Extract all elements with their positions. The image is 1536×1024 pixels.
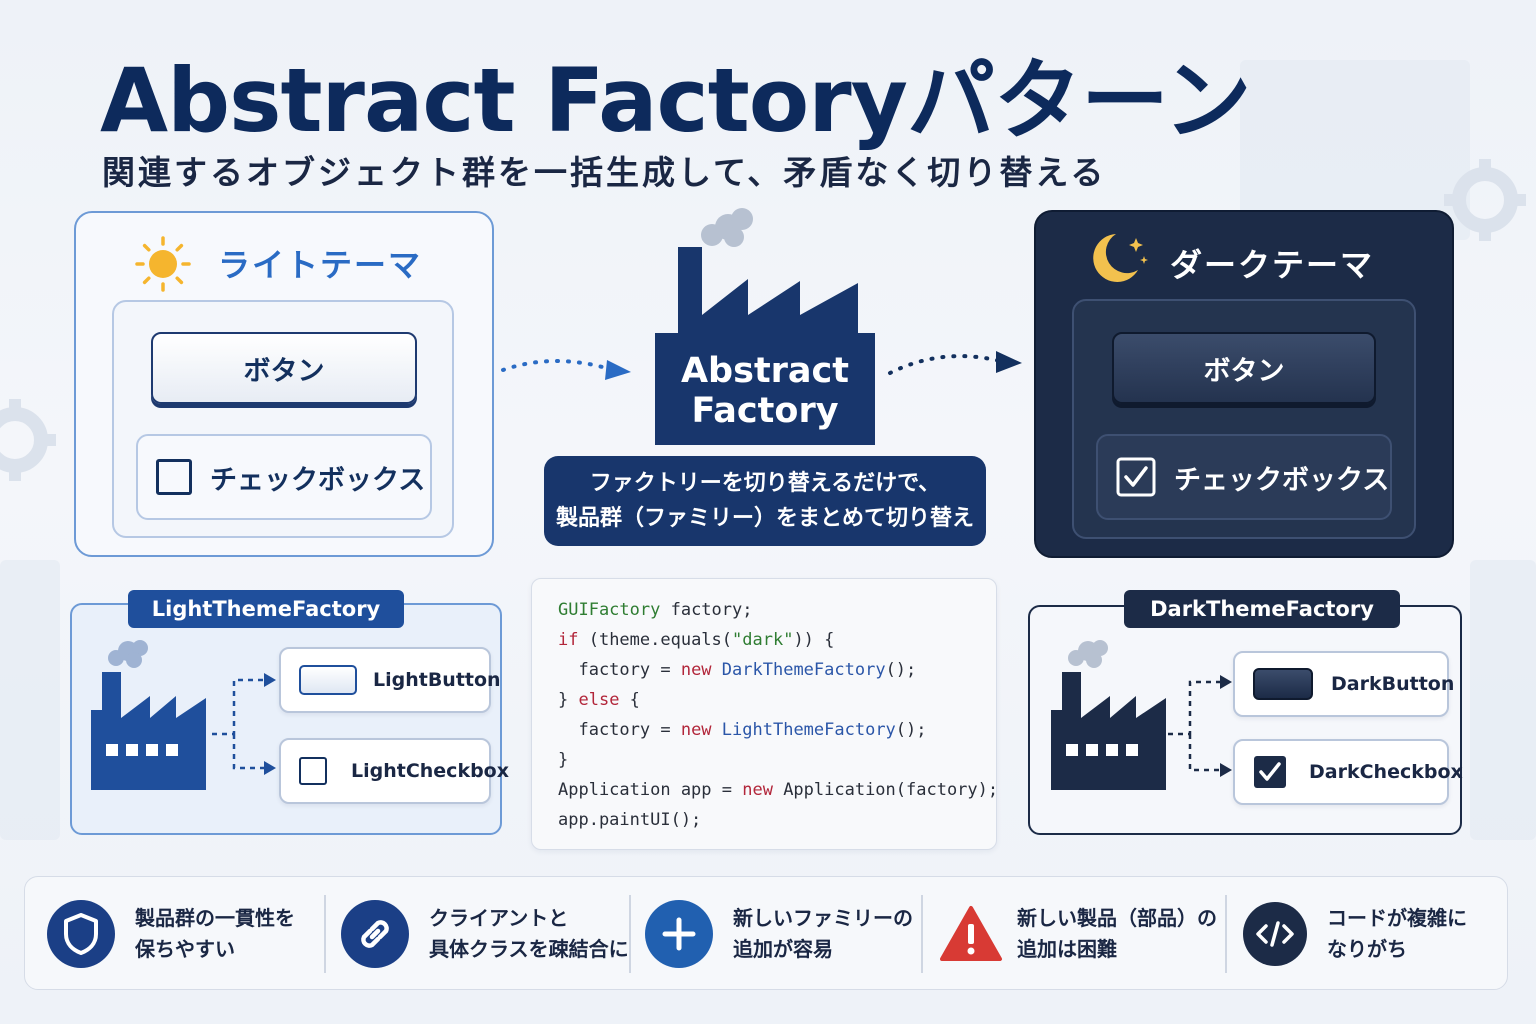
moon-icon (1093, 234, 1148, 282)
code-type: GUIFactory (558, 600, 661, 620)
light-factory-icon (91, 640, 206, 790)
point-text: コードが複雑に (1327, 906, 1467, 930)
dark-checkbox-label: チェックボックス (1174, 464, 1390, 496)
dark-checkbox-product-label: DarkCheckbox (1309, 761, 1463, 783)
arrow-from-factory (888, 351, 1022, 375)
sun-icon (135, 236, 191, 292)
light-theme-heading: ライトテーマ (218, 246, 423, 284)
explanation-line2: 製品群（ファミリー）をまとめて切り替え (555, 506, 974, 531)
code-class: DarkThemeFactory (721, 660, 886, 680)
point-text: なりがち (1327, 937, 1407, 961)
point-text: 新しいファミリーの (733, 906, 913, 930)
point-text: 追加が容易 (733, 937, 833, 961)
point-add-product: 新しい製品（部品）の追加は困難 (939, 877, 1217, 991)
dark-button-product-label: DarkButton (1331, 673, 1455, 695)
background-panel (1470, 560, 1536, 840)
code-icon (1243, 902, 1307, 966)
light-checkbox-sample[interactable]: チェックボックス (136, 434, 432, 520)
light-button-thumb-icon (299, 665, 357, 695)
point-text: クライアントと (429, 906, 569, 930)
gear-icon (0, 399, 56, 481)
point-text: 具体クラスを疎結合に (429, 937, 629, 961)
warning-icon (940, 906, 1002, 961)
page-subtitle: 関連するオブジェクト群を一括生成して、矛盾なく切り替える (102, 153, 1107, 192)
checkbox-unchecked-icon[interactable] (156, 459, 192, 495)
factory-label-line1: Abstract (680, 350, 850, 391)
plus-icon (645, 900, 713, 968)
light-factory-connectors (212, 673, 276, 775)
dark-factory-icon (1051, 640, 1166, 790)
divider (629, 895, 631, 973)
code-line: factory = new DarkThemeFactory(); (558, 660, 917, 680)
factory-icon (655, 208, 875, 445)
light-button-sample[interactable]: ボタン (151, 332, 417, 404)
point-text: 製品群の一貫性を (135, 906, 295, 930)
light-checkbox-product: LightCheckbox (279, 738, 509, 804)
shield-icon (47, 900, 115, 968)
point-text: 保ちやすい (135, 937, 235, 961)
code-sample: GUIFactory factory; if (theme.equals("da… (531, 578, 999, 850)
point-add-family: 新しいファミリーの追加が容易 (645, 877, 913, 991)
code-line: if (theme.equals("dark")) { (558, 630, 835, 650)
dark-button-product: DarkButton (1233, 651, 1454, 717)
dark-factory-connectors (1168, 675, 1232, 777)
code-keyword: else (578, 690, 620, 710)
code-keyword: new (680, 660, 712, 680)
divider (921, 895, 923, 973)
code-line: } (558, 750, 569, 770)
page-title: Abstract Factoryパターン (100, 49, 1252, 152)
light-factory-name: LightThemeFactory (128, 590, 404, 628)
code-line: Application app = new Application(factor… (558, 780, 999, 800)
checkbox-checked-icon[interactable] (1116, 457, 1156, 497)
light-checkbox-thumb-icon (299, 757, 327, 785)
link-icon (341, 900, 409, 968)
dark-button-sample[interactable]: ボタン (1112, 332, 1376, 404)
point-consistency: 製品群の一貫性を保ちやすい (47, 877, 295, 991)
dark-button-thumb-icon (1253, 668, 1313, 700)
code-line: } else { (558, 690, 640, 710)
dark-theme-heading: ダークテーマ (1170, 246, 1375, 284)
point-complexity: コードが複雑になりがち (1243, 877, 1467, 991)
light-checkbox-label: チェックボックス (210, 464, 426, 496)
dark-checkbox-product: DarkCheckbox (1233, 739, 1463, 805)
dark-factory-name: DarkThemeFactory (1124, 590, 1400, 628)
dark-checkbox-thumb-icon (1254, 756, 1286, 788)
code-string: "dark" (732, 630, 794, 650)
factory-label-line2: Factory (691, 391, 839, 431)
light-button-product-label: LightButton (373, 669, 501, 691)
divider (324, 895, 326, 973)
light-checkbox-product-label: LightCheckbox (351, 760, 509, 782)
point-text: 追加は困難 (1017, 937, 1117, 961)
arrow-to-factory (501, 359, 631, 380)
light-button-product: LightButton (279, 647, 501, 713)
point-text: 新しい製品（部品）の (1017, 906, 1217, 930)
summary-bar: 製品群の一貫性を保ちやすい クライアントと具体クラスを疎結合に 新しいファミリー… (24, 876, 1508, 990)
point-loose-coupling: クライアントと具体クラスを疎結合に (341, 877, 629, 991)
dark-checkbox-sample[interactable]: チェックボックス (1096, 434, 1392, 520)
code-keyword: new (680, 720, 712, 740)
code-line: app.paintUI(); (558, 810, 702, 830)
code-line: factory = new LightThemeFactory(); (558, 720, 927, 740)
abstract-factory-label: Abstract Factory (655, 338, 875, 444)
code-class: LightThemeFactory (721, 720, 896, 740)
factory-explanation: ファクトリーを切り替えるだけで、 製品群（ファミリー）をまとめて切り替え (544, 456, 986, 546)
code-line: GUIFactory factory; (558, 600, 753, 620)
code-keyword: if (558, 630, 579, 650)
explanation-line1: ファクトリーを切り替えるだけで、 (589, 470, 941, 496)
divider (1225, 895, 1227, 973)
background-panel (0, 560, 60, 840)
gear-icon (1444, 159, 1526, 241)
code-keyword: new (742, 780, 773, 800)
